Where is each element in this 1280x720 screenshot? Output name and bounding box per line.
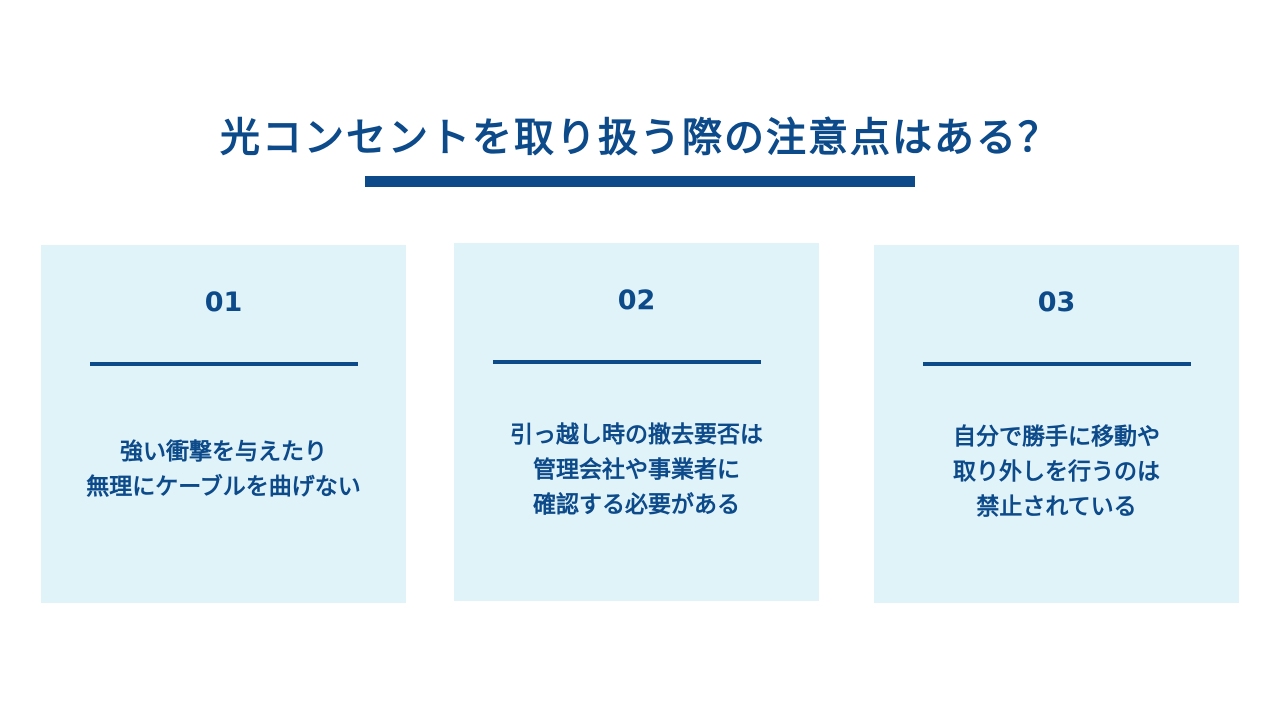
card-text-line: 引っ越し時の撤去要否は bbox=[510, 422, 763, 448]
card-text-line: 確認する必要がある bbox=[533, 492, 740, 518]
card-text-line: 強い衝撃を与えたり bbox=[120, 439, 327, 465]
card-divider bbox=[493, 360, 761, 364]
card-divider bbox=[923, 362, 1191, 366]
card-divider bbox=[90, 362, 358, 366]
card-number: 03 bbox=[1037, 287, 1076, 318]
card-01: 01 強い衝撃を与えたり 無理にケーブルを曲げない bbox=[41, 245, 406, 603]
card-text-line: 自分で勝手に移動や bbox=[953, 424, 1160, 450]
card-number: 02 bbox=[617, 285, 656, 316]
card-text: 強い衝撃を与えたり 無理にケーブルを曲げない bbox=[41, 435, 406, 505]
card-text-line: 取り外しを行うのは bbox=[953, 459, 1160, 485]
card-text: 引っ越し時の撤去要否は 管理会社や事業者に 確認する必要がある bbox=[454, 418, 819, 523]
card-number: 01 bbox=[204, 287, 243, 318]
card-text-line: 禁止されている bbox=[976, 494, 1137, 520]
card-03: 03 自分で勝手に移動や 取り外しを行うのは 禁止されている bbox=[874, 245, 1239, 603]
card-text-line: 管理会社や事業者に bbox=[533, 457, 740, 483]
card-text: 自分で勝手に移動や 取り外しを行うのは 禁止されている bbox=[874, 420, 1239, 525]
card-text-line: 無理にケーブルを曲げない bbox=[86, 474, 361, 500]
title-underline bbox=[365, 176, 915, 187]
card-02: 02 引っ越し時の撤去要否は 管理会社や事業者に 確認する必要がある bbox=[454, 243, 819, 601]
page-title: 光コンセントを取り扱う際の注意点はある？ bbox=[220, 115, 1060, 161]
